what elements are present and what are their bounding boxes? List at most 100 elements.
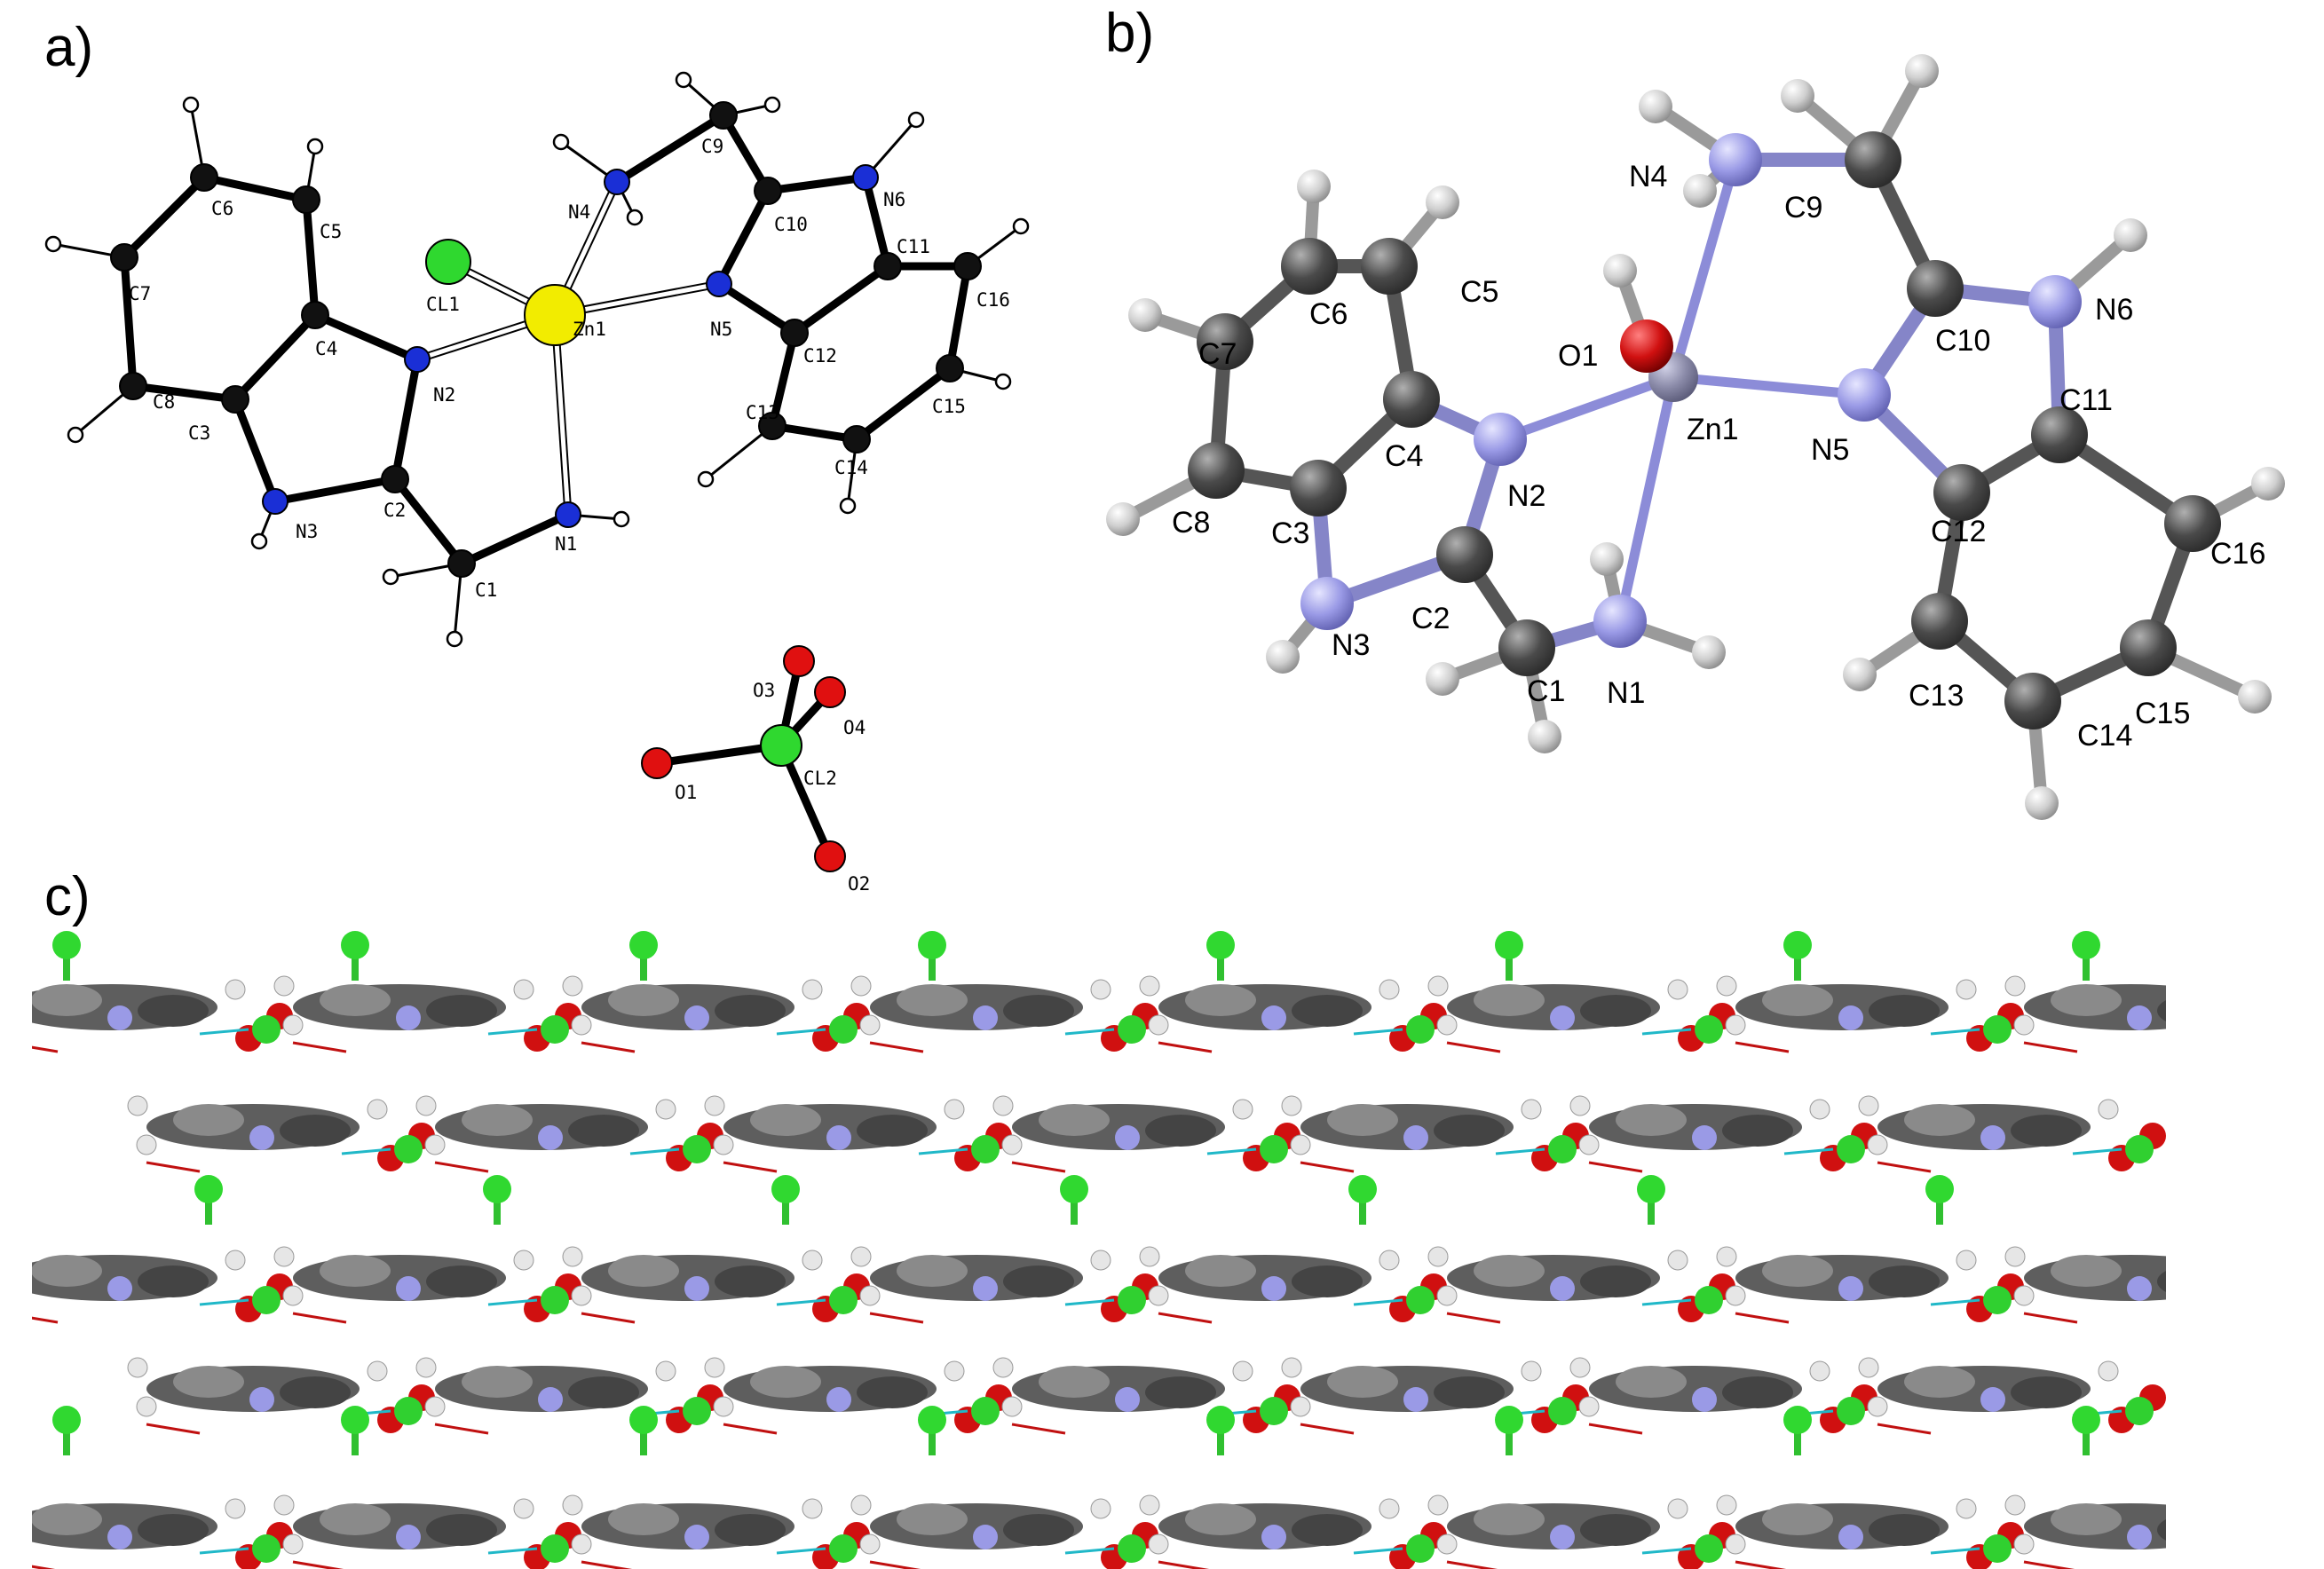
hydrogen-ball <box>1569 1095 1591 1116</box>
bond-N2-C2 <box>391 355 422 484</box>
hydrogen-ball <box>1281 1357 1302 1378</box>
perchlorate-cl <box>1983 1286 2012 1314</box>
hydrogen-ball <box>424 1396 446 1417</box>
chlorine-ball <box>1206 931 1235 959</box>
molecule-ring-dark <box>1722 1115 1793 1147</box>
bond-N5-C12 <box>715 280 799 337</box>
atom-b-c11 <box>2031 406 2088 463</box>
o-link <box>1300 1161 1355 1173</box>
panel-label-c: c) <box>44 866 91 927</box>
chlorine-ball <box>629 1406 658 1434</box>
atom-b-hydrogen <box>1128 298 1162 332</box>
molecule-ring-highlight <box>897 1503 968 1535</box>
hydrogen-ball <box>367 1099 388 1120</box>
hydrogen-ball <box>282 1534 304 1555</box>
nitrogen-ball <box>973 1276 998 1301</box>
bond-C16-C15 <box>945 262 972 373</box>
hydrogen-ball <box>1379 1250 1400 1271</box>
bond-C6-C5 <box>200 173 311 204</box>
atom-label-b: N1 <box>1607 676 1645 710</box>
atom-label-b: C12 <box>1931 515 1986 548</box>
hydrogen-ball <box>1379 979 1400 1000</box>
hydrogen-ball <box>273 1494 295 1516</box>
molecule-ring-dark <box>1003 1265 1074 1297</box>
molecule-ring-highlight <box>1616 1104 1687 1136</box>
molecule-ring-highlight <box>320 1503 391 1535</box>
atom-n2 <box>404 346 431 373</box>
atom-label-a: CL1 <box>426 294 460 315</box>
o-link <box>1735 1312 1790 1324</box>
atom-label-b: C10 <box>1935 324 1990 358</box>
h-bond-contact <box>199 1547 249 1555</box>
hydrogen-ball <box>944 1099 965 1120</box>
molecule-ring-dark <box>1580 1265 1651 1297</box>
atom-c7 <box>110 243 138 272</box>
atom-label-a: N5 <box>710 319 732 340</box>
hydrogen-ball <box>944 1360 965 1382</box>
hydrogen-ball <box>1809 1360 1830 1382</box>
molecule-ring-dark <box>1145 1376 1216 1408</box>
molecule-ring-highlight <box>608 1503 679 1535</box>
bond-C2-C1 <box>391 475 466 568</box>
atom-n6 <box>852 164 879 191</box>
perchlorate-cl <box>683 1397 711 1425</box>
perchlorate-cl <box>252 1534 281 1563</box>
atom-b-hydrogen <box>1692 635 1726 669</box>
nitrogen-ball <box>973 1525 998 1549</box>
hydrogen-ball <box>859 1285 881 1306</box>
nitrogen-ball <box>1403 1387 1428 1412</box>
o-link <box>434 1423 489 1435</box>
nitrogen-ball <box>2127 1276 2152 1301</box>
nitrogen-ball <box>1403 1125 1428 1150</box>
hydrogen-ball <box>1427 1494 1449 1516</box>
hydrogen-ball <box>1956 1250 1977 1271</box>
hydrogen-ball <box>225 1250 246 1271</box>
h-bond-contact <box>341 1147 391 1155</box>
nitrogen-ball <box>1115 1387 1140 1412</box>
atom-zn <box>524 284 586 346</box>
atom-c4 <box>301 301 329 329</box>
o-link <box>1877 1423 1932 1435</box>
molecule-ring-dark <box>857 1376 928 1408</box>
zn-bond-N1 <box>552 314 571 516</box>
nitrogen-ball <box>107 1276 132 1301</box>
hydrogen-ball <box>1867 1134 1888 1155</box>
atom-label-a: C7 <box>129 283 151 304</box>
atom-b-c8 <box>1188 442 1245 499</box>
molecule-ring-highlight <box>173 1104 244 1136</box>
h-bond-contact <box>487 1547 538 1555</box>
molecule-ring-dark <box>1292 1514 1363 1546</box>
atom-b-n1 <box>1593 595 1647 648</box>
bond-C12-C11 <box>790 262 892 337</box>
bond-N4-C9 <box>613 111 728 186</box>
atom-hydrogen <box>613 510 630 528</box>
o-link <box>2023 1041 2078 1053</box>
o-link <box>1735 1560 1787 1569</box>
atom-hydrogen <box>839 497 857 515</box>
chlorine-ball <box>629 931 658 959</box>
molecule-ring-dark <box>1434 1376 1505 1408</box>
hydrogen-ball <box>2013 1285 2035 1306</box>
o-link <box>2023 1312 2078 1324</box>
hydrogen-ball <box>802 979 823 1000</box>
nitrogen-ball <box>1980 1125 2005 1150</box>
o-link <box>434 1161 489 1173</box>
molecule-ring-dark <box>426 1265 497 1297</box>
atom-label-a: C3 <box>188 422 210 444</box>
h-bond-contact <box>2072 1147 2122 1155</box>
hydrogen-ball <box>225 1498 246 1519</box>
nitrogen-ball <box>1838 1276 1863 1301</box>
bond-C2-N3 <box>271 475 399 506</box>
hydrogen-ball <box>424 1134 446 1155</box>
o-link <box>1588 1161 1643 1173</box>
o-link <box>292 1041 347 1053</box>
h-bond-contact <box>776 1298 826 1306</box>
hydrogen-ball <box>1290 1134 1311 1155</box>
perchlorate-cl <box>1695 1534 1723 1563</box>
chlorine-ball <box>1495 931 1523 959</box>
o-link <box>1158 1560 1210 1569</box>
hydrogen-ball <box>992 1357 1014 1378</box>
hydrogen-ball <box>859 1014 881 1036</box>
nitrogen-ball <box>538 1125 563 1150</box>
hydrogen-ball <box>655 1360 676 1382</box>
